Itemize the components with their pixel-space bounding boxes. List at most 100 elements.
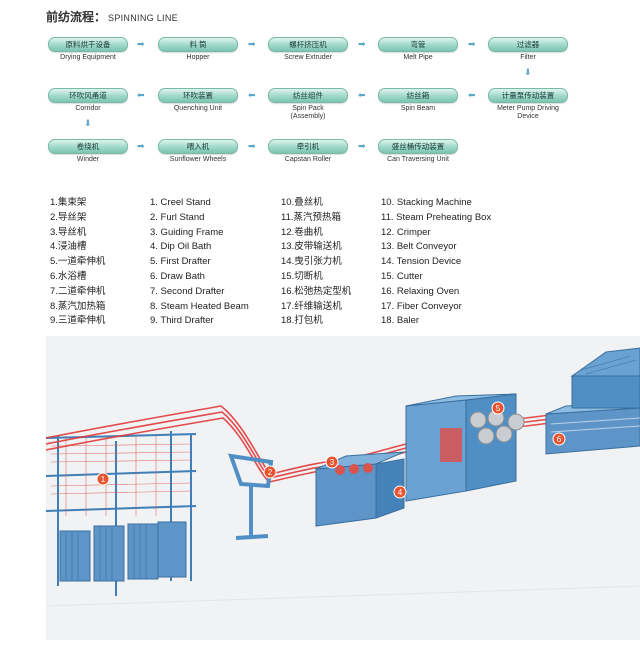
legend-item: 10.叠丝机 bbox=[281, 197, 323, 208]
node-label-zh: 计量泵传动装置 bbox=[488, 88, 568, 103]
legend-item: 6. Draw Bath bbox=[150, 270, 205, 282]
node-label-zh: 纺丝组件 bbox=[268, 88, 348, 103]
legend-col-en-2: 10. Stacking Machine 11. Steam Preheatin… bbox=[381, 196, 491, 329]
node-label-en: Melt Pipe bbox=[403, 54, 433, 61]
arrow-right-icon: ➡ bbox=[358, 141, 366, 151]
flow-node-quenching-unit: 环吹装置 Quenching Unit bbox=[158, 88, 238, 113]
node-label-en-sub: (Assembly) bbox=[290, 113, 326, 120]
legend-item: 12. Crimper bbox=[381, 226, 431, 238]
marker-label: 3 bbox=[330, 458, 335, 467]
process-illustration: 1 2 3 4 5 6 bbox=[45, 336, 640, 640]
flow-node-filter: 过滤器 Filter bbox=[488, 37, 568, 62]
arrow-down-icon: ⬇ bbox=[84, 118, 92, 128]
legend-item: 9. Third Drafter bbox=[150, 315, 214, 327]
legend-item: 15. Cutter bbox=[381, 270, 423, 282]
node-label-en: Meter Pump Driving Device bbox=[497, 105, 559, 120]
flow-node-spin-beam: 纺丝箱 Spin Beam bbox=[378, 88, 458, 113]
legend-item: 17.纤维输送机 bbox=[281, 300, 342, 312]
flow-node-capstan-roller: 牵引机 Capstan Roller bbox=[268, 139, 348, 164]
arrow-left-icon: ⬅ bbox=[137, 90, 145, 100]
node-label-zh: 纺丝箱 bbox=[378, 88, 458, 103]
legend-item: 1.集束架 bbox=[50, 197, 87, 208]
node-label-zh: 卷绕机 bbox=[48, 139, 128, 154]
node-label-zh: 盛丝桶传动装置 bbox=[378, 139, 458, 154]
legend-item: 18.打包机 bbox=[281, 315, 323, 327]
guiding-frame bbox=[227, 453, 274, 540]
legend-col-en-1: 1. Creel Stand 2. Furl Stand 3. Guiding … bbox=[150, 196, 249, 329]
flow-node-spin-pack: 纺丝组件 Spin Pack (Assembly) bbox=[268, 88, 348, 121]
flow-node-screw-extruder: 螺杆挤压机 Screw Extruder bbox=[268, 37, 348, 62]
flow-node-can-traversing-unit: 盛丝桶传动装置 Can Traversing Unit bbox=[378, 139, 458, 164]
flow-node-melt-pipe: 弯管 Melt Pipe bbox=[378, 37, 458, 62]
legend-item: 3.导丝机 bbox=[50, 226, 87, 238]
flow-node-sunflower-wheels: 喂入机 Sunflower Wheels bbox=[158, 139, 238, 164]
node-label-zh: 喂入机 bbox=[158, 139, 238, 154]
legend-item: 14.曳引张力机 bbox=[281, 256, 342, 268]
node-label-zh: 环吹装置 bbox=[158, 88, 238, 103]
marker-2: 2 bbox=[263, 465, 277, 479]
legend-item: 11.蒸汽预热箱 bbox=[281, 211, 342, 223]
arrow-right-icon: ➡ bbox=[248, 141, 256, 151]
draw-bath bbox=[545, 401, 640, 455]
node-label-en: Spin Beam bbox=[400, 105, 436, 112]
legend-item: 5.一道牵伸机 bbox=[50, 256, 106, 268]
arrow-down-icon: ⬇ bbox=[524, 67, 532, 77]
page-title: 前纺流程：SPINNING LINE bbox=[46, 8, 178, 25]
steam-housing bbox=[570, 347, 640, 409]
flow-node-corridor: 环吹风甬道 Corridor bbox=[48, 88, 128, 113]
legend-item: 7. Second Drafter bbox=[150, 285, 225, 297]
legend-item: 16. Relaxing Oven bbox=[381, 285, 460, 297]
flow-node-meter-pump: 计量泵传动装置 Meter Pump Driving Device bbox=[488, 88, 568, 121]
arrow-right-icon: ➡ bbox=[137, 141, 145, 151]
marker-label: 4 bbox=[398, 488, 403, 497]
node-label-zh: 弯管 bbox=[378, 37, 458, 52]
legend-item: 5. First Drafter bbox=[150, 256, 211, 268]
can-stripes bbox=[65, 525, 147, 581]
first-drafter bbox=[405, 393, 525, 502]
node-label-zh: 牵引机 bbox=[268, 139, 348, 154]
yarn-cans bbox=[59, 521, 187, 582]
title-zh: 前纺流程： bbox=[46, 10, 107, 24]
node-label-en: Winder bbox=[76, 156, 100, 163]
node-label-zh: 螺杆挤压机 bbox=[268, 37, 348, 52]
flow-node-drying-equipment: 原料烘干设备 Drying Equipment bbox=[48, 37, 128, 62]
legend-item: 13. Belt Conveyor bbox=[381, 241, 457, 253]
node-label-zh: 原料烘干设备 bbox=[48, 37, 128, 52]
marker-1: 1 bbox=[96, 472, 110, 486]
legend-item: 7.二道牵伸机 bbox=[50, 285, 106, 297]
legend-item: 14. Tension Device bbox=[381, 256, 462, 268]
legend-item: 10. Stacking Machine bbox=[381, 197, 472, 208]
dip-oil-bath bbox=[315, 451, 405, 527]
node-label-en: Filter bbox=[520, 54, 536, 61]
legend-item: 17. Fiber Conveyor bbox=[381, 300, 462, 312]
marker-3: 3 bbox=[325, 455, 339, 469]
marker-label: 2 bbox=[268, 468, 273, 477]
marker-4: 4 bbox=[393, 485, 407, 499]
legend-item: 4.浸油槽 bbox=[50, 241, 87, 253]
arrow-right-icon: ➡ bbox=[468, 39, 476, 49]
legend-item: 2. Furl Stand bbox=[150, 211, 205, 223]
node-label-en: Capstan Roller bbox=[284, 156, 332, 163]
marker-5: 5 bbox=[491, 401, 505, 415]
arrow-right-icon: ➡ bbox=[358, 39, 366, 49]
legend-item: 13.皮带输送机 bbox=[281, 241, 342, 253]
title-en: SPINNING LINE bbox=[108, 13, 178, 23]
legend-item: 9.三道牵伸机 bbox=[50, 315, 106, 327]
marker-6: 6 bbox=[552, 432, 566, 446]
arrow-right-icon: ➡ bbox=[137, 39, 145, 49]
legend-col-zh-1: 1.集束架 2.导丝架 3.导丝机 4.浸油槽 5.一道牵伸机 6.水浴槽 7.… bbox=[50, 196, 105, 329]
legend-item: 15.切断机 bbox=[281, 270, 323, 282]
legend-item: 8. Steam Heated Beam bbox=[150, 300, 249, 312]
node-label-zh: 料 筒 bbox=[158, 37, 238, 52]
legend-item: 1. Creel Stand bbox=[150, 197, 211, 208]
node-label-en: Sunflower Wheels bbox=[169, 156, 227, 163]
production-line-drawing: 1 2 3 4 5 6 bbox=[45, 336, 640, 640]
marker-label: 5 bbox=[496, 404, 501, 413]
node-label-en: Spin Pack bbox=[292, 105, 324, 112]
creel-yarn-grid bbox=[50, 436, 192, 516]
arrow-left-icon: ⬅ bbox=[468, 90, 476, 100]
legend-item: 18. Baler bbox=[381, 315, 420, 327]
marker-label: 6 bbox=[557, 435, 562, 444]
node-label-en: Corridor bbox=[75, 105, 101, 112]
node-label-en: Quenching Unit bbox=[173, 105, 223, 112]
